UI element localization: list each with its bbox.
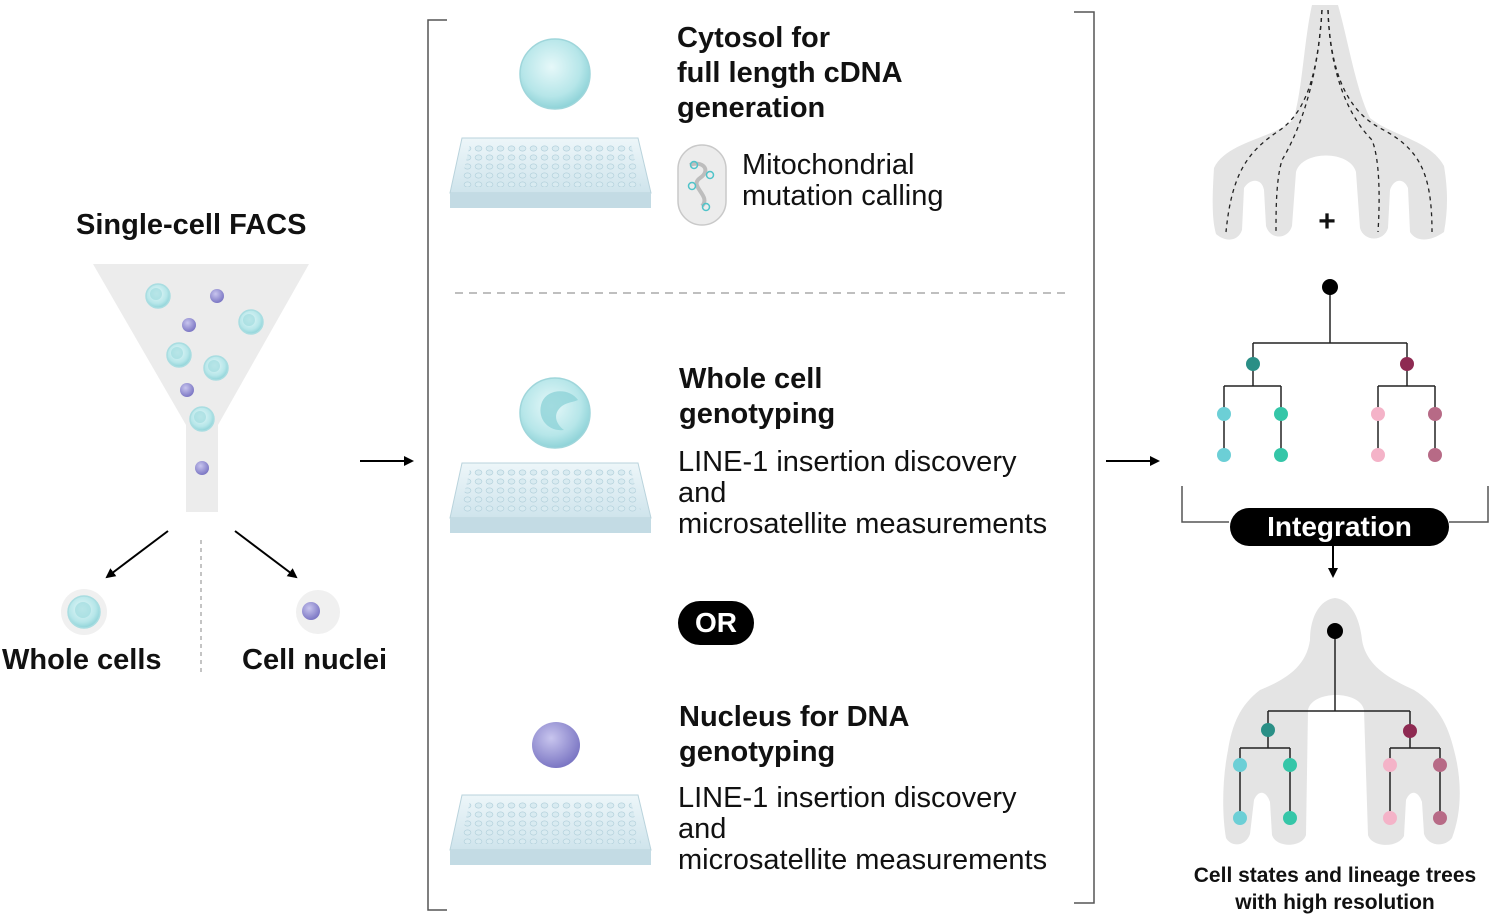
- lineage-tree: [1217, 279, 1442, 462]
- left-bracket: [427, 19, 447, 911]
- plus-sign: +: [1318, 205, 1336, 238]
- well-plate-3-icon: [449, 794, 652, 865]
- integrated-result: [1223, 598, 1460, 845]
- well-plate-1-icon: [449, 137, 652, 208]
- whole-cell-genotyping-title: Whole cell genotyping: [679, 363, 836, 430]
- result-caption: Cell states and lineage trees with high …: [1193, 864, 1477, 914]
- cell-nuclei-label: Cell nuclei: [242, 644, 388, 676]
- cytosol-cell-icon: [519, 38, 591, 110]
- cytosol-title: Cytosol for full length cDNA generation: [677, 22, 903, 124]
- arrow-to-whole-cells: [105, 530, 169, 579]
- facs-funnel: [93, 264, 309, 512]
- integration-bracket-left: [1181, 486, 1229, 523]
- whole-cell-icon: [61, 589, 107, 635]
- whole-cells-label: Whole cells: [2, 644, 162, 676]
- right-bracket: [1074, 11, 1095, 904]
- integration-bracket-right: [1449, 486, 1489, 523]
- cell-state-silhouette: [1212, 5, 1447, 240]
- mitochondrion-icon: [677, 144, 727, 226]
- arrow-to-cell-nuclei: [234, 530, 298, 579]
- nucleus-genotyping-title: Nucleus for DNA genotyping: [679, 701, 910, 768]
- funnel-nucleus: [210, 289, 224, 303]
- well-plate-2-icon: [449, 462, 652, 533]
- funnel-nucleus: [180, 383, 194, 397]
- or-badge: OR: [678, 601, 754, 645]
- whole-cell-genotyping-desc: LINE-1 insertion discovery and microsate…: [678, 446, 1048, 540]
- mito-calling-label: Mitochondrial mutation calling: [742, 149, 944, 212]
- isolated-nucleus-icon: [532, 722, 580, 768]
- funnel-whole-cell: [238, 309, 264, 335]
- funnel-nucleus: [195, 461, 209, 475]
- funnel-whole-cell: [203, 355, 229, 381]
- integration-badge: Integration: [1230, 508, 1449, 546]
- facs-title: Single-cell FACS: [76, 209, 307, 241]
- nucleus-icon: [296, 590, 340, 634]
- funnel-whole-cell: [189, 406, 215, 432]
- funnel-nucleus: [182, 318, 196, 332]
- whole-cell-genotyping-icon: [519, 377, 591, 449]
- nucleus-genotyping-desc: LINE-1 insertion discovery and microsate…: [678, 782, 1048, 876]
- funnel-whole-cell: [166, 342, 192, 368]
- funnel-whole-cell: [145, 283, 171, 309]
